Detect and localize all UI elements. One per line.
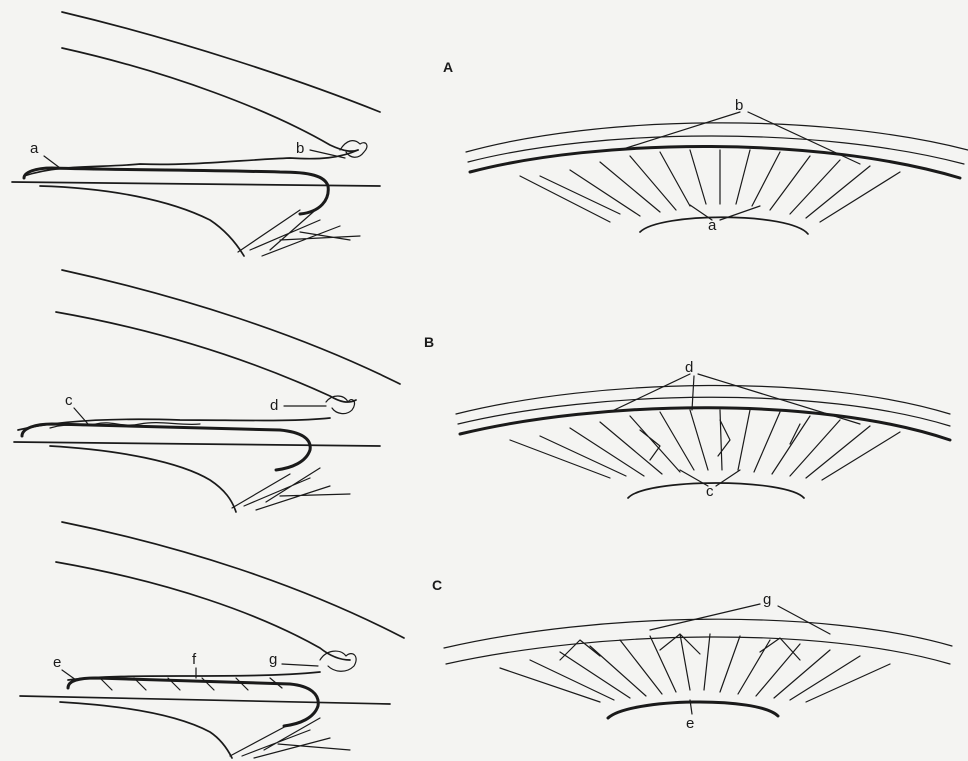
iris-base-line xyxy=(14,442,380,446)
radial-vessels xyxy=(510,410,900,480)
lens-curve xyxy=(40,186,244,256)
label-e-frontal: e xyxy=(686,715,694,732)
label-c: c xyxy=(65,392,73,409)
label-a-frontal: a xyxy=(708,217,717,234)
panel-b-frontal-view: d c xyxy=(456,359,950,500)
label-a: a xyxy=(30,140,39,157)
radial-vessels xyxy=(500,634,890,702)
limbus-outer-arc xyxy=(444,619,952,648)
cornea-inner-line xyxy=(62,48,358,151)
cornea-outer-line xyxy=(62,522,404,638)
cornea-outer-line xyxy=(62,12,380,112)
stromal-band-arc xyxy=(468,136,964,164)
iris-root-arc xyxy=(470,146,960,178)
label-e: e xyxy=(53,654,61,671)
stromal-band-arc xyxy=(446,637,950,664)
lens-curve xyxy=(60,702,232,758)
leader-e xyxy=(62,670,76,680)
panel-label-b: B xyxy=(424,334,434,350)
panel-label-c: C xyxy=(432,577,442,593)
zonule-fibers xyxy=(230,718,350,758)
pupil-arc xyxy=(640,217,808,234)
label-d-frontal: d xyxy=(685,359,693,376)
label-d: d xyxy=(270,397,278,414)
cornea-inner-line xyxy=(56,562,350,660)
panel-c-frontal-view: g e xyxy=(444,591,952,732)
leader-g xyxy=(282,664,318,666)
panel-label-a: A xyxy=(443,59,453,75)
label-g: g xyxy=(269,651,277,668)
leader-b xyxy=(310,150,345,158)
label-g-frontal: g xyxy=(763,591,771,608)
panel-b-cross-section: c d xyxy=(14,270,400,512)
leader-a xyxy=(44,156,60,168)
leader-b-frontal xyxy=(620,112,860,164)
panel-c-cross-section: e f g xyxy=(20,522,404,758)
label-f: f xyxy=(192,651,197,668)
panel-c: e f g C g e xyxy=(20,522,952,758)
panel-a-frontal-view: b a xyxy=(466,97,968,234)
lens-curve xyxy=(50,446,236,512)
iris-upper-surface xyxy=(24,150,358,176)
panel-a: a b A b a xyxy=(12,12,968,256)
cornea-outer-line xyxy=(62,270,400,384)
radial-vessels xyxy=(520,150,900,222)
panel-b: c d B d c xyxy=(14,270,950,512)
pupil-arc xyxy=(628,483,804,498)
panel-a-cross-section: a b xyxy=(12,12,380,256)
label-b: b xyxy=(296,140,304,157)
cornea-inner-line xyxy=(56,312,356,402)
zonule-fibers xyxy=(232,468,350,510)
ciliary-processes xyxy=(320,651,356,671)
label-b-frontal: b xyxy=(735,97,743,114)
ciliary-processes xyxy=(326,396,355,414)
iris-root-arc xyxy=(460,408,950,440)
